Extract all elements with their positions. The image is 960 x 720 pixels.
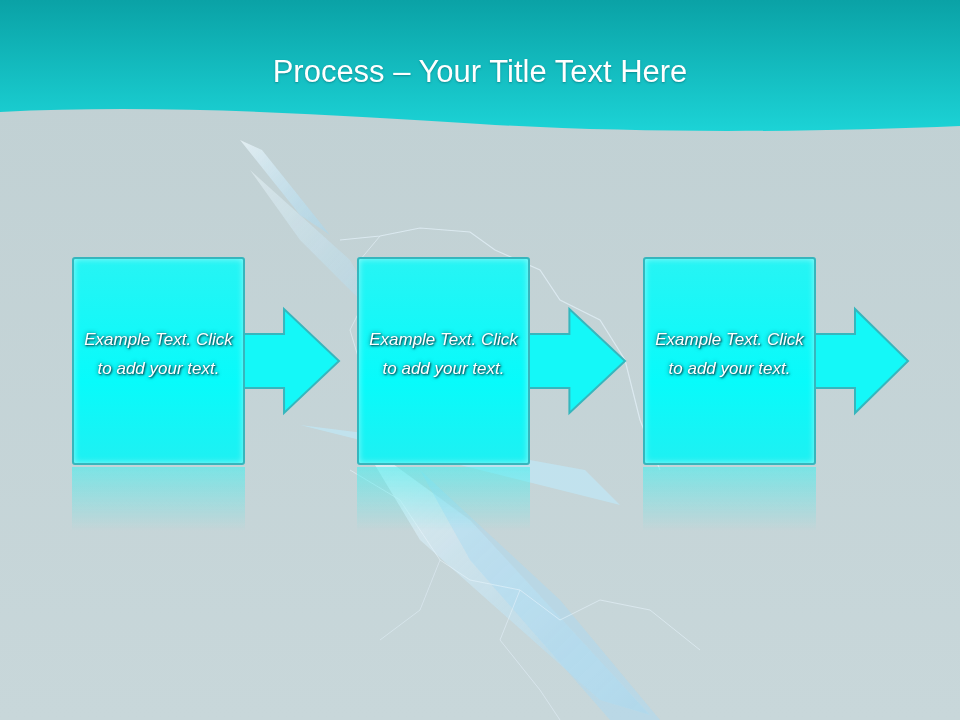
flow-arrow (243, 309, 339, 413)
slide-title: Process – Your Title Text Here (0, 52, 960, 92)
process-box: Example Text. Click to add your text. (643, 257, 816, 465)
title-band (0, 0, 960, 131)
box-text: Example Text. Click to add your text. (84, 325, 233, 383)
process-box: Example Text. Click to add your text. (72, 257, 245, 465)
lightning-art (240, 140, 700, 720)
flow-arrow (528, 309, 625, 413)
box-text: Example Text. Click to add your text. (369, 325, 518, 383)
box-reflections (72, 467, 816, 531)
box-text: Example Text. Click to add your text. (655, 325, 804, 383)
end-arrow (814, 309, 908, 413)
process-box: Example Text. Click to add your text. (357, 257, 530, 465)
